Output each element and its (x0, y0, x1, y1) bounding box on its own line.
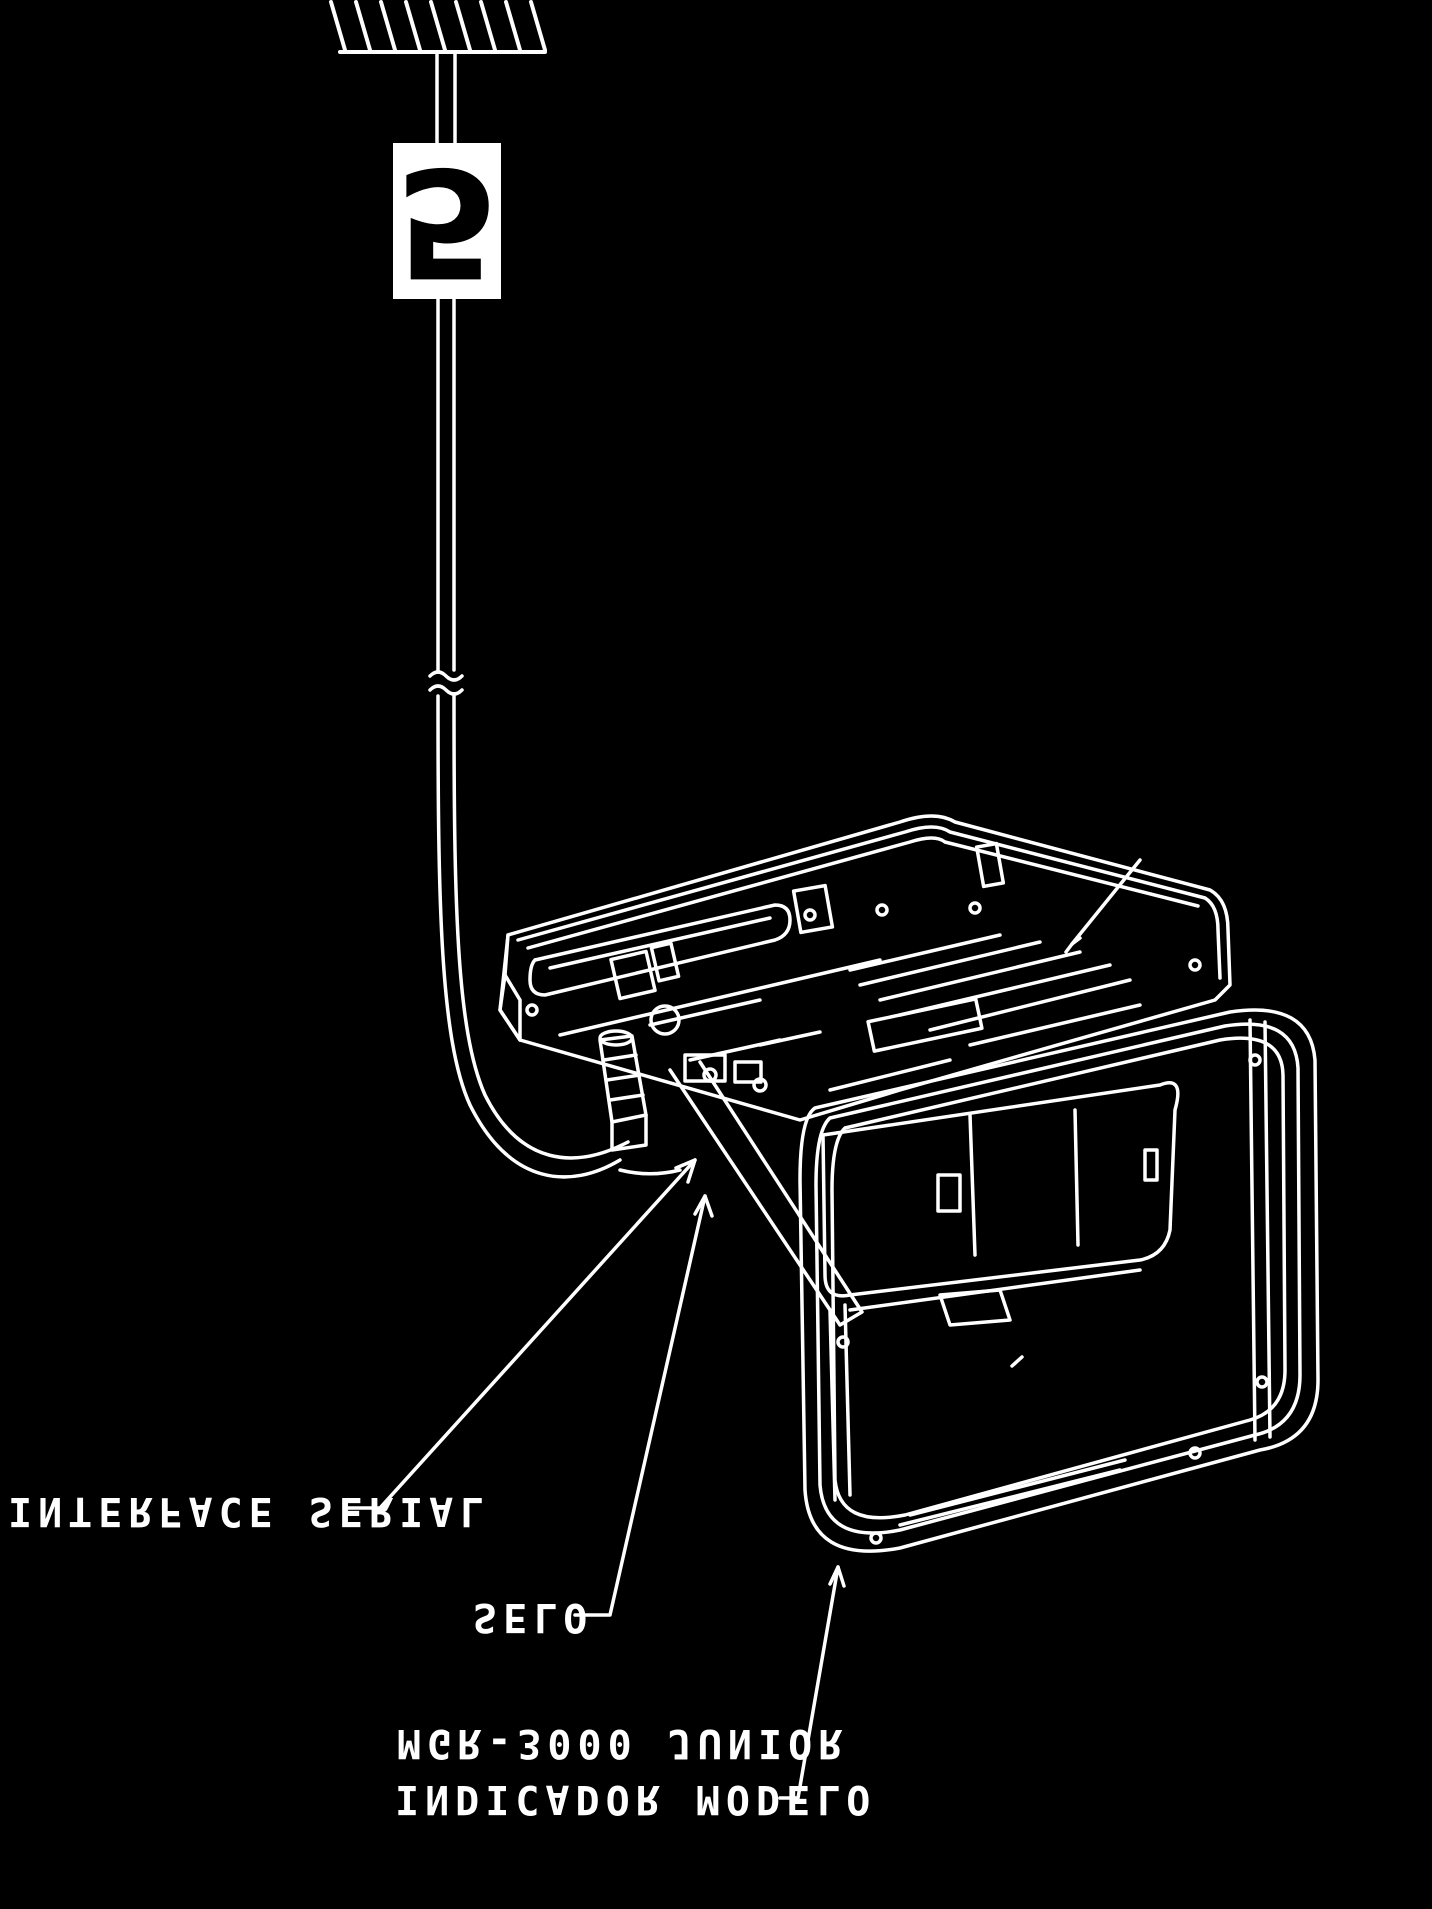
model-label-line2: MGR-3000 JUNIOR (397, 1720, 849, 1766)
ceiling-support (329, 0, 547, 54)
serial-cable (428, 52, 682, 1179)
item-number-badge: 5 (393, 134, 501, 308)
seal-label: SELO (473, 1594, 594, 1640)
serial-connector (598, 1029, 648, 1152)
interface-serial-label: INTERFACE SERIAL (8, 1488, 490, 1534)
leader-lines (343, 858, 1142, 1800)
model-label-line1: INDICADOR MODELO (395, 1776, 877, 1822)
indicator-housing (498, 814, 1320, 1553)
